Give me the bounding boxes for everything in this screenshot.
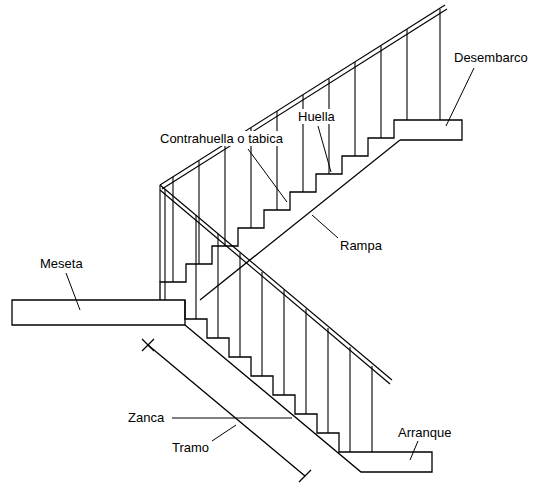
baluster <box>283 290 284 395</box>
baluster <box>198 161 199 264</box>
baluster <box>328 79 329 174</box>
baluster <box>172 177 173 282</box>
baluster <box>195 215 196 319</box>
part-label: Contrahuella o tabica <box>158 131 285 146</box>
baluster <box>305 309 306 414</box>
part-label: Desembarco <box>452 50 530 65</box>
leader-line <box>212 425 236 441</box>
leader-line <box>312 215 338 238</box>
part-label: Rampa <box>338 238 384 253</box>
baluster <box>224 144 225 246</box>
dimension-tick <box>142 339 154 351</box>
baluster <box>261 272 262 376</box>
leader-line <box>66 273 80 310</box>
handrail <box>160 5 445 185</box>
leader-line <box>446 68 474 126</box>
handrail <box>160 190 390 384</box>
part-label: Tramo <box>170 440 211 455</box>
baluster <box>406 29 407 120</box>
dimension-tick <box>299 470 311 482</box>
handrail <box>162 9 447 189</box>
leader-line <box>410 441 418 460</box>
part-label: Huella <box>296 109 337 124</box>
lower-flight <box>185 300 432 472</box>
part-label: Arranque <box>396 425 453 440</box>
baluster <box>354 62 355 156</box>
baluster <box>276 111 277 210</box>
baluster <box>371 366 372 452</box>
baluster <box>217 234 218 338</box>
leader-line <box>318 126 331 172</box>
ramp-underside <box>200 140 400 300</box>
baluster <box>327 328 328 433</box>
corner-post <box>164 189 165 300</box>
dimension-tick <box>142 339 154 351</box>
corner-post <box>159 185 160 282</box>
baluster <box>439 9 440 120</box>
upper-flight <box>160 120 462 300</box>
baluster <box>380 46 381 138</box>
landing-slab <box>12 300 185 325</box>
dimension-line <box>148 345 305 476</box>
leader-line <box>248 149 287 202</box>
baluster <box>239 253 240 357</box>
part-label: Zanca <box>126 410 166 425</box>
leader-line <box>172 418 292 419</box>
part-label: Meseta <box>38 256 85 271</box>
handrail <box>160 185 392 380</box>
baluster <box>349 347 350 452</box>
